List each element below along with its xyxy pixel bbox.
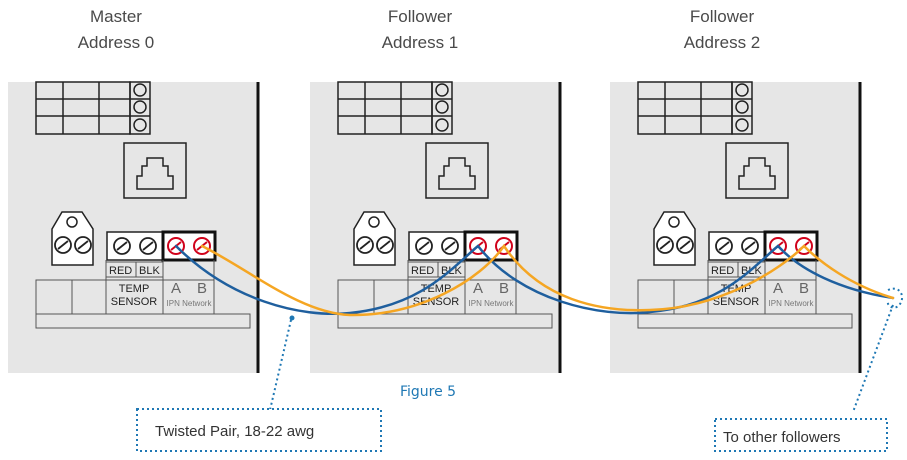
callout-other-followers: To other followers: [714, 287, 904, 452]
blk-label: BLK: [139, 265, 160, 277]
device-master: Master Address 0: [8, 7, 260, 373]
device-role-label: Follower: [388, 7, 453, 26]
figure-caption: Figure 5: [400, 384, 456, 400]
device-follower-2: Follower Address 2: [610, 7, 862, 373]
device-panel: [310, 82, 560, 373]
ipn-network-label: IPN Network: [167, 299, 213, 308]
twisted-pair-wires: [174, 243, 895, 317]
device-address-label: Address 0: [78, 33, 155, 52]
temp-sensor-terminal: [106, 231, 164, 261]
power-terminal: [653, 211, 696, 266]
relay-grid: [337, 81, 453, 135]
ipn-network-terminal: [161, 230, 217, 262]
callout-leader: [269, 319, 292, 411]
sensor-label: SENSOR: [413, 296, 460, 308]
device-follower-1: Follower Address 1: [310, 7, 562, 373]
callout-box: [714, 418, 888, 452]
phone-jack-icon: [425, 142, 489, 199]
terminal-b-label: B: [799, 280, 809, 297]
terminal-label-block: [637, 260, 853, 329]
device-panel: [610, 82, 860, 373]
callout-anchor-dot: [289, 315, 295, 321]
red-label: RED: [711, 265, 734, 277]
device-address-label: Address 1: [382, 33, 459, 52]
terminal-a-label: A: [473, 280, 483, 297]
terminal-a-label: A: [171, 280, 181, 297]
wire-b-orange: [200, 243, 895, 317]
power-terminal: [51, 211, 94, 266]
temp-sensor-terminal: [708, 231, 766, 261]
callout-leader: [852, 304, 894, 413]
terminal-b-label: B: [197, 280, 207, 297]
wire-a-blue: [174, 244, 895, 315]
sensor-label: SENSOR: [111, 296, 158, 308]
ipn-network-terminal: [463, 230, 519, 262]
ipn-network-label: IPN Network: [469, 299, 515, 308]
temp-label: TEMP: [119, 283, 150, 295]
callout-text-cable: Twisted Pair, 18-22 awg: [155, 423, 314, 440]
terminal-b-label: B: [499, 280, 509, 297]
relay-grid: [35, 81, 151, 135]
phone-jack-icon: [725, 142, 789, 199]
callout-twisted-pair: Twisted Pair, 18-22 awg: [136, 315, 382, 452]
device-role-label: Follower: [690, 7, 755, 26]
ipn-network-terminal: [763, 230, 819, 262]
ipn-network-label: IPN Network: [769, 299, 815, 308]
relay-grid: [637, 81, 753, 135]
red-label: RED: [109, 265, 132, 277]
callout-text-other: To other followers: [723, 429, 841, 446]
phone-jack-icon: [123, 142, 187, 199]
temp-sensor-terminal: [408, 231, 466, 261]
red-label: RED: [411, 265, 434, 277]
device-address-label: Address 2: [684, 33, 761, 52]
device-role-label: Master: [90, 7, 142, 26]
device-panel: [8, 82, 258, 373]
terminal-label-block: [35, 260, 251, 329]
power-terminal: [353, 211, 396, 266]
sensor-label: SENSOR: [713, 296, 760, 308]
callout-box: [136, 408, 382, 452]
terminal-a-label: A: [773, 280, 783, 297]
